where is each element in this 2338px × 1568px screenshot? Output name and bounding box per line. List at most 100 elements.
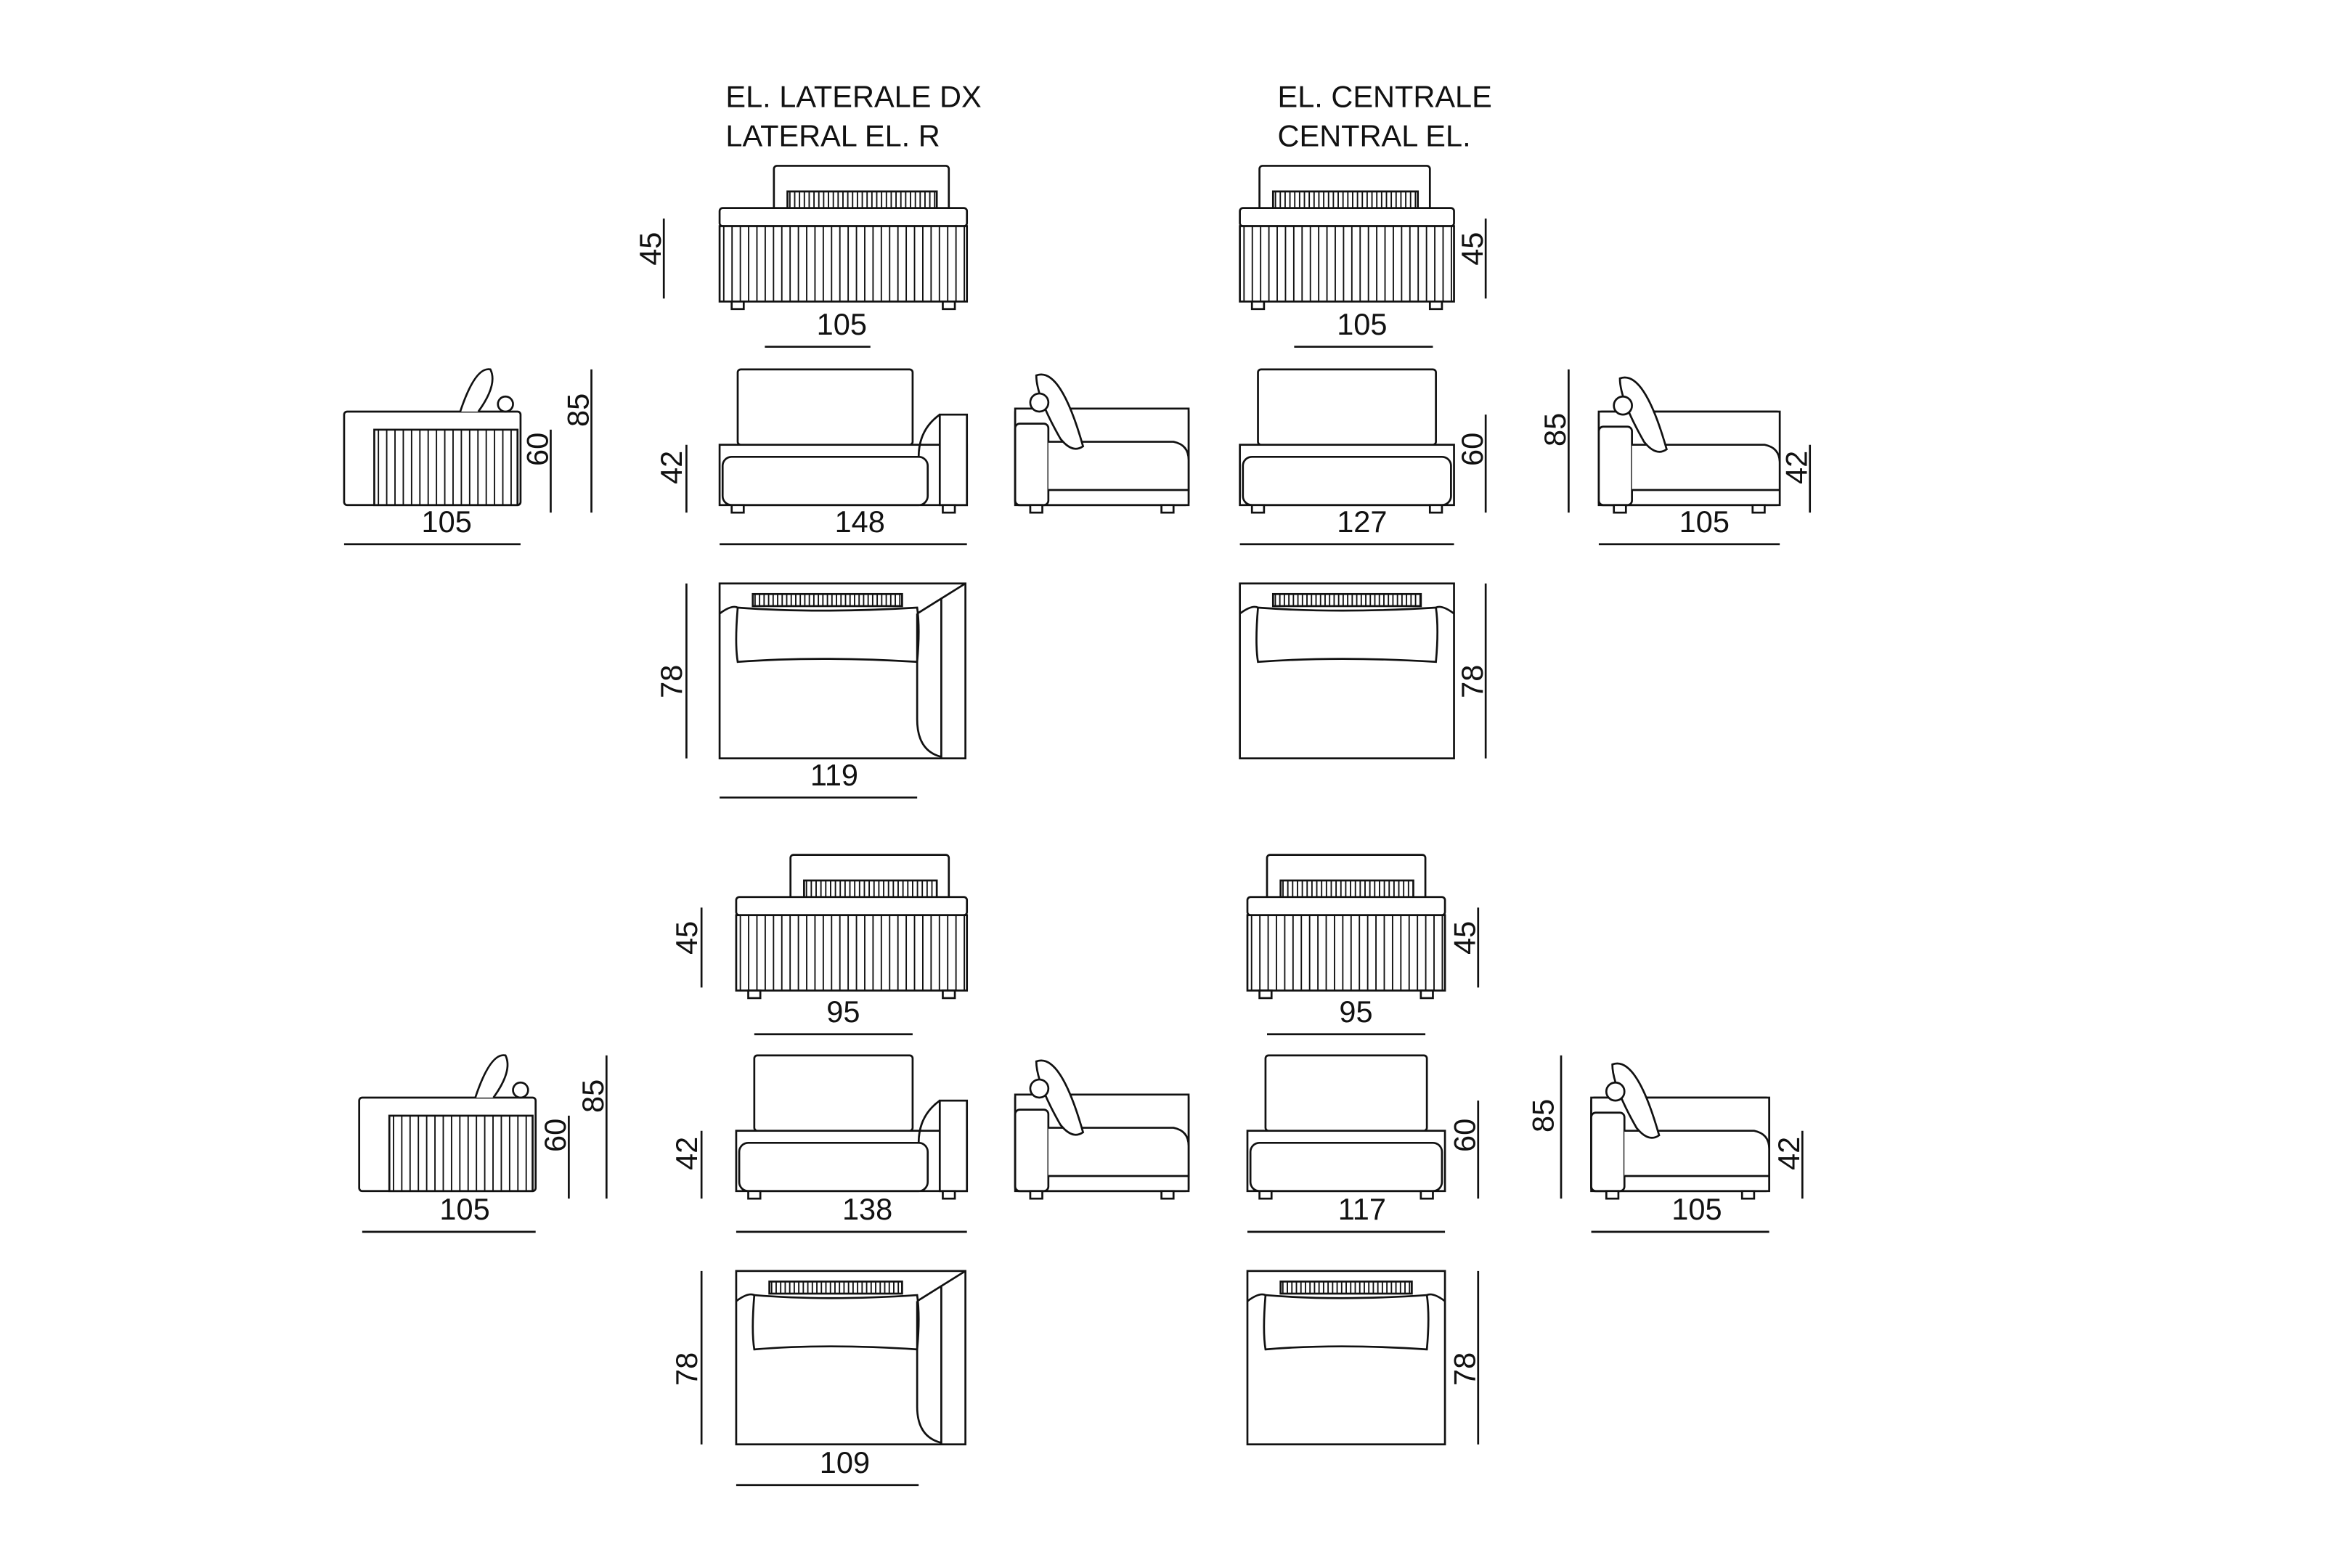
- lateral-top-view-lower: [735, 1270, 966, 1446]
- drawing-views: 4510545105608510542148601278542105781197…: [343, 165, 1814, 1487]
- back-cushion-leaf: [474, 1054, 509, 1098]
- title-lateral-element: EL. LATERALE DX LATERAL EL. R: [725, 79, 981, 152]
- dimension-value: 105: [422, 505, 472, 539]
- dim-central-front-seat-upper: 60: [1455, 415, 1489, 513]
- dimension-value: 60: [520, 433, 554, 466]
- dimension-value: 119: [810, 758, 858, 792]
- armrest-side: [1014, 1108, 1050, 1193]
- title-central-it: EL. CENTRALE: [1278, 79, 1492, 113]
- corner-line: [736, 1293, 755, 1302]
- dimension-value: 45: [1455, 232, 1489, 266]
- back-cushion-top: [1255, 606, 1439, 663]
- backrest-cushion: [753, 1054, 914, 1132]
- roll-pillow: [1029, 1078, 1050, 1099]
- dimension-value: 85: [1526, 1099, 1560, 1132]
- seat-cushion-side: [1624, 1130, 1770, 1177]
- foot: [1160, 1190, 1175, 1200]
- side-back-panel: [388, 1114, 534, 1193]
- armrest-curve: [917, 414, 941, 457]
- dim-left-side-total-upper: 85: [561, 369, 595, 513]
- foot: [1751, 504, 1766, 514]
- dim-central-back-height-upper: 45: [1455, 219, 1489, 299]
- foot: [1258, 989, 1273, 1000]
- central-back-view-lower: [1246, 854, 1446, 1000]
- foot: [1420, 1190, 1434, 1200]
- dim-lateral-back-height-upper: 45: [633, 219, 667, 299]
- dim-lateral-front-width-lower: 138: [736, 1192, 967, 1233]
- dimension-value: 105: [1671, 1192, 1722, 1226]
- foot: [1605, 1190, 1620, 1200]
- foot: [1740, 1190, 1756, 1200]
- dimension-value: 42: [1780, 451, 1814, 484]
- dim-lateral-back-width-upper: 105: [765, 307, 871, 348]
- lateral-back-view-upper: [718, 165, 969, 311]
- dim-central-back-width-upper: 105: [1294, 307, 1433, 348]
- title-central-element: EL. CENTRALE CENTRAL EL.: [1278, 79, 1492, 152]
- roll-pillow: [497, 395, 514, 413]
- dim-right-side-depth-lower: 105: [1591, 1192, 1769, 1233]
- title-lateral-it: EL. LATERALE DX: [725, 79, 981, 113]
- foot: [1250, 301, 1266, 311]
- dim-lateral-front-seat-upper: 42: [654, 444, 688, 513]
- lateral-top-view-upper: [718, 582, 966, 760]
- armrest-side: [1590, 1111, 1626, 1193]
- dimension-value: 45: [1448, 921, 1482, 955]
- seat-top-band: [718, 207, 969, 227]
- dimension-value: 85: [576, 1079, 610, 1113]
- dim-left-side-depth-upper: 105: [343, 505, 521, 546]
- dimension-value: 78: [1448, 1352, 1482, 1386]
- right-side-view-lower: [1590, 1062, 1770, 1200]
- roll-pillow: [1029, 392, 1050, 413]
- seat-cushion-side: [1048, 1127, 1190, 1177]
- seat-cushion: [1242, 455, 1452, 507]
- dimension-value: 45: [633, 232, 667, 266]
- dimension-value: 148: [835, 505, 885, 539]
- back-panel: [735, 914, 969, 992]
- seat-cushion: [721, 455, 929, 507]
- central-top-view-upper: [1239, 582, 1455, 760]
- corner-line: [1426, 1293, 1446, 1302]
- lateral-back-view-lower: [735, 854, 969, 1000]
- seat-top-band: [1246, 896, 1446, 917]
- dimension-value: 60: [1448, 1119, 1482, 1152]
- dim-lateral-front-seat-lower: 42: [669, 1130, 704, 1199]
- dimension-value: 78: [654, 665, 688, 698]
- arm-inner-edge: [916, 613, 942, 758]
- back-cushion-top: [752, 1294, 920, 1351]
- armrest-side: [1597, 425, 1633, 507]
- arm-side-view-lower: [1014, 1059, 1190, 1200]
- central-front-view-lower: [1246, 1054, 1446, 1200]
- central-front-view-upper: [1239, 368, 1455, 514]
- dim-lateral-top-width-lower: 109: [736, 1445, 919, 1487]
- foot: [1029, 1190, 1043, 1200]
- roll-pillow: [512, 1081, 529, 1099]
- pillow-band-top: [768, 1281, 903, 1295]
- dim-right-side-total-upper: 85: [1538, 369, 1572, 513]
- seat-top-band: [1239, 207, 1455, 227]
- dimension-value: 95: [1339, 995, 1372, 1029]
- corner-line: [719, 605, 738, 615]
- foot: [730, 504, 745, 514]
- lateral-front-view-lower: [735, 1054, 969, 1200]
- dimension-value: 105: [439, 1192, 489, 1226]
- dim-lateral-top-depth-upper: 78: [654, 583, 688, 759]
- armrest: [938, 1099, 969, 1193]
- title-central-en: CENTRAL EL.: [1278, 118, 1471, 152]
- back-cushion-leaf: [459, 368, 494, 412]
- dimension-value: 117: [1338, 1192, 1386, 1226]
- roll-pillow: [1605, 1081, 1626, 1102]
- dim-right-side-total-lower: 85: [1526, 1055, 1563, 1199]
- armrest-side: [1014, 422, 1050, 507]
- dimension-value: 42: [654, 451, 688, 484]
- dim-central-back-width-lower: 95: [1267, 995, 1426, 1036]
- right-side-view-upper: [1597, 376, 1781, 514]
- armrest-curve: [917, 1100, 941, 1143]
- back-panel: [1246, 914, 1446, 992]
- dim-lateral-back-height-lower: 45: [669, 907, 704, 988]
- dim-central-top-depth-lower: 78: [1448, 1270, 1482, 1445]
- side-back-panel: [373, 428, 519, 507]
- armrest: [938, 413, 969, 507]
- seat-cushion: [738, 1141, 929, 1193]
- dim-left-side-depth-lower: 105: [362, 1192, 536, 1233]
